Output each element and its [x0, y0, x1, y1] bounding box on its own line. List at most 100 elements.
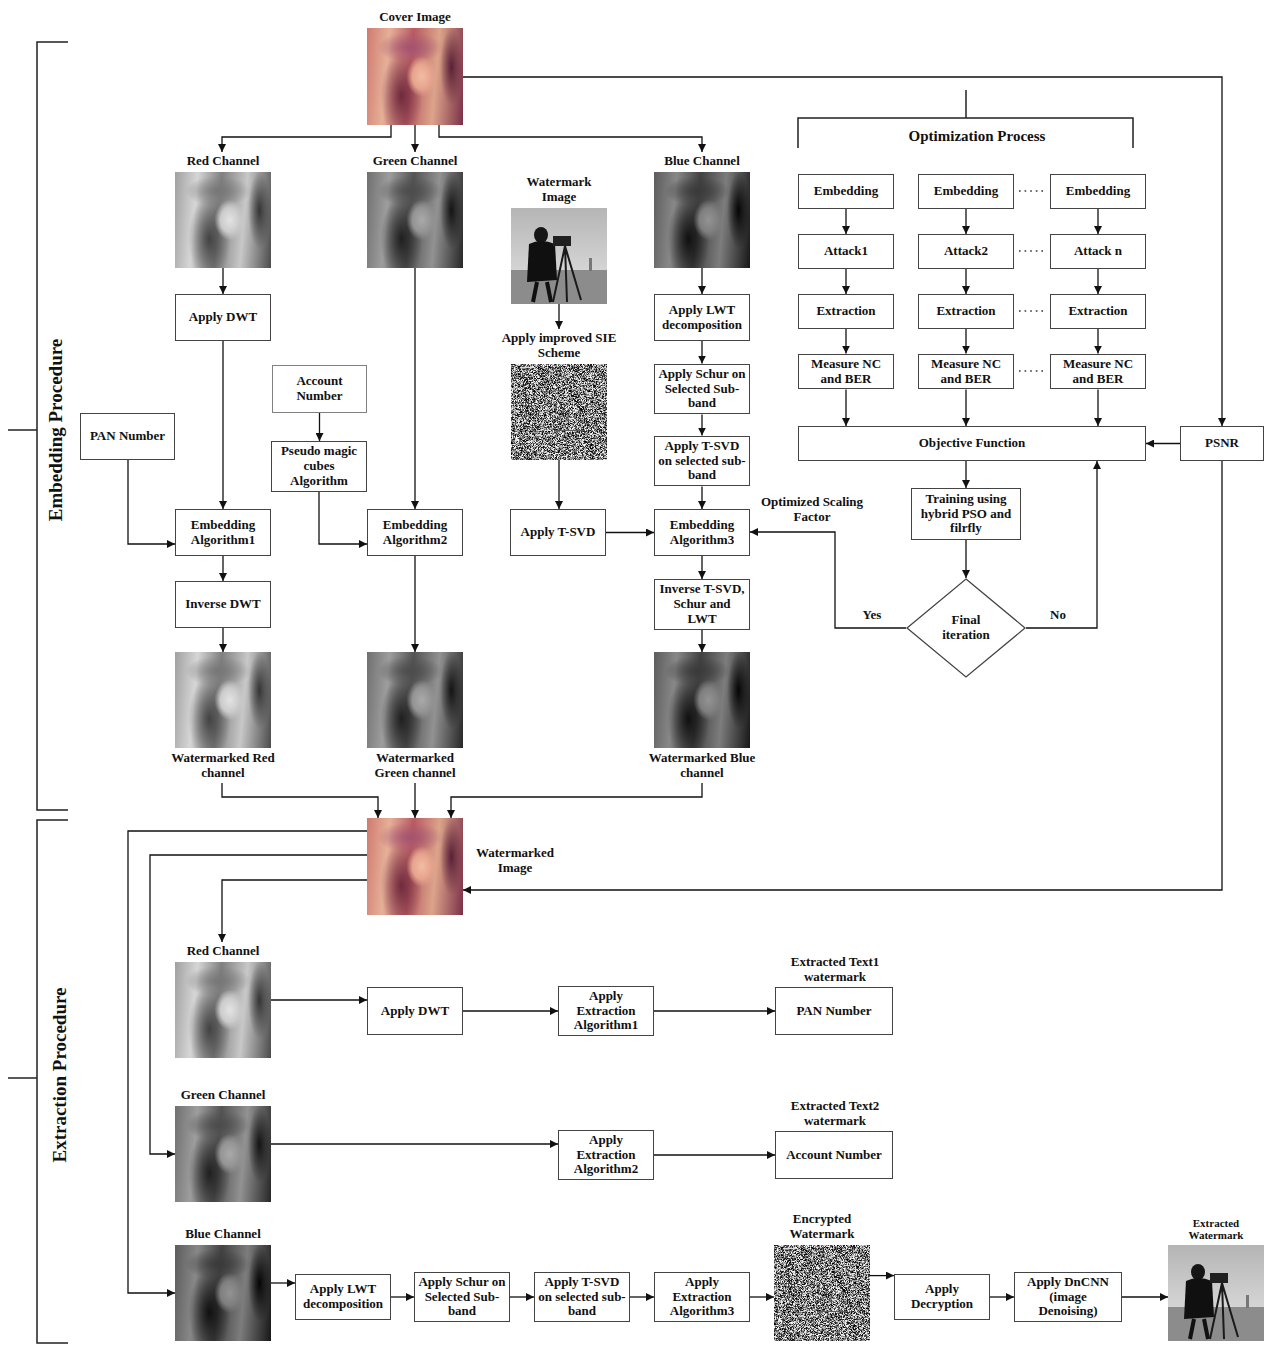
- node-heading: Blue Channel: [642, 154, 762, 169]
- connector-arrow: [701, 630, 702, 652]
- process-box: Apply T-SVD: [510, 509, 606, 556]
- box-label: Apply Extraction Algorithm3: [658, 1275, 746, 1320]
- process-box: Extraction: [1050, 294, 1146, 329]
- process-box: Attack2: [918, 234, 1014, 269]
- lena-image: [367, 28, 463, 125]
- connector-arrow: [654, 1010, 775, 1011]
- node-heading: Apply improved SIE Scheme: [499, 331, 619, 361]
- box-label: Embedding: [814, 184, 878, 199]
- lena-image: [175, 652, 271, 748]
- process-box: Apply T-SVD on selected sub-band: [654, 436, 750, 487]
- box-label: Apply LWT decomposition: [299, 1282, 387, 1312]
- process-box: Inverse DWT: [175, 581, 271, 628]
- process-box: Apply Schur on Selected Sub-band: [654, 364, 750, 415]
- box-label: Embedding Algorithm2: [371, 518, 459, 548]
- process-box: Extracted Text2 watermarkAccount Number: [775, 1131, 893, 1179]
- ellipsis-dots: [1019, 191, 1046, 371]
- connector-arrow: [1146, 443, 1180, 444]
- box-label: Measure NC and BER: [802, 357, 890, 387]
- process-box: Attack1: [798, 234, 894, 269]
- node-heading: Watermarked Image: [469, 846, 561, 876]
- connector-arrow: [965, 269, 966, 294]
- box-label: Inverse T-SVD, Schur and LWT: [658, 582, 746, 627]
- connector-arrow: [271, 999, 367, 1000]
- connector-arrow: [965, 209, 966, 234]
- bracket-stem: [965, 90, 967, 118]
- process-box: Attack n: [1050, 234, 1146, 269]
- connector-arrow: [414, 125, 415, 152]
- image-node: Blue Channel: [175, 1245, 271, 1341]
- process-box: Inverse T-SVD, Schur and LWT: [654, 579, 750, 630]
- node-heading: Watermarked Red channel: [168, 751, 278, 781]
- image-node: Green Channel: [175, 1106, 271, 1202]
- image-node: Watermarked Red channel: [175, 652, 271, 748]
- connector-arrow: [701, 486, 702, 509]
- node-heading: Blue Channel: [163, 1227, 283, 1242]
- lena-image: [367, 172, 463, 268]
- connector-arrow: [222, 125, 391, 152]
- node-heading: Extracted Text2 watermark: [770, 1099, 900, 1129]
- image-node: Red Channel: [175, 962, 271, 1058]
- connector-arrow: [128, 460, 175, 544]
- connector-arrow: [654, 1154, 775, 1155]
- box-label: Apply Extraction Algorithm2: [562, 1133, 650, 1178]
- image-node: Watermarked Image: [367, 818, 463, 915]
- box-label: Extraction: [1068, 304, 1127, 319]
- legs: [1190, 1319, 1208, 1339]
- process-box: Pseudo magic cubes Algorithm: [271, 441, 367, 492]
- box-label: Apply Schur on Selected Sub-band: [658, 367, 746, 412]
- connector-arrow: [222, 783, 378, 818]
- connector-arrow: [319, 492, 367, 544]
- box-label: Attack2: [944, 244, 988, 259]
- process-box: Apply Extraction Algorithm3: [654, 1272, 750, 1323]
- node-heading: Green Channel: [163, 1088, 283, 1103]
- tripod: [1210, 1283, 1238, 1339]
- box-label: Apply Extraction Algorithm1: [562, 989, 650, 1034]
- box-label: Training using hybrid PSO and filrfly: [915, 492, 1017, 537]
- ellipsis-dots: [1019, 310, 1046, 312]
- image-node: Green Channel: [367, 172, 463, 268]
- connector-arrow: [965, 461, 966, 488]
- image-node: Watermark Image: [511, 208, 607, 304]
- process-box: Apply DWT: [175, 294, 271, 341]
- connector-arrow: [701, 414, 702, 435]
- connector-arrow: [845, 329, 846, 354]
- connector-arrow: [414, 268, 415, 509]
- lena-image: [367, 818, 463, 915]
- building: [1246, 1295, 1249, 1308]
- box-label: Attack n: [1074, 244, 1122, 259]
- node-heading: Watermark Image: [514, 175, 604, 205]
- node-heading: Watermarked Green channel: [360, 751, 470, 781]
- node-heading: Cover Image: [355, 10, 475, 25]
- connector-arrow: [510, 1296, 534, 1297]
- image-node: Cover Image: [367, 28, 463, 125]
- process-box: Apply Extraction Algorithm2: [558, 1130, 654, 1181]
- connector-arrow: [1026, 461, 1097, 628]
- connector-arrow: [701, 556, 702, 579]
- process-box: Apply LWT decomposition: [295, 1274, 391, 1320]
- process-box: Embedding Algorithm3: [654, 509, 750, 556]
- sky: [1168, 1245, 1264, 1341]
- encrypted-noise-image: [511, 364, 607, 460]
- connector-arrow: [558, 304, 559, 329]
- cameraman-image: [1168, 1245, 1264, 1341]
- bracket-tick: [8, 429, 37, 431]
- lena-image: [175, 962, 271, 1058]
- connector-arrow: [750, 532, 906, 628]
- diamond-shape: [907, 579, 1025, 677]
- process-box: Apply DnCNN (image Denoising): [1014, 1272, 1122, 1323]
- lena-image: [175, 172, 271, 268]
- connector-arrow: [414, 783, 415, 818]
- box-label: Account Number: [786, 1148, 882, 1163]
- connector-arrow: [845, 269, 846, 294]
- box-label: PAN Number: [796, 1004, 871, 1019]
- process-box: Embedding Algorithm2: [367, 509, 463, 556]
- lena-image: [367, 652, 463, 748]
- optimization-bracket: [798, 118, 1133, 148]
- connector-arrow: [271, 1282, 295, 1283]
- process-box: Embedding: [918, 174, 1014, 209]
- building: [589, 258, 592, 271]
- process-box: Apply Decryption: [894, 1274, 990, 1320]
- camera: [1210, 1273, 1228, 1283]
- bracket-tick: [8, 1077, 37, 1079]
